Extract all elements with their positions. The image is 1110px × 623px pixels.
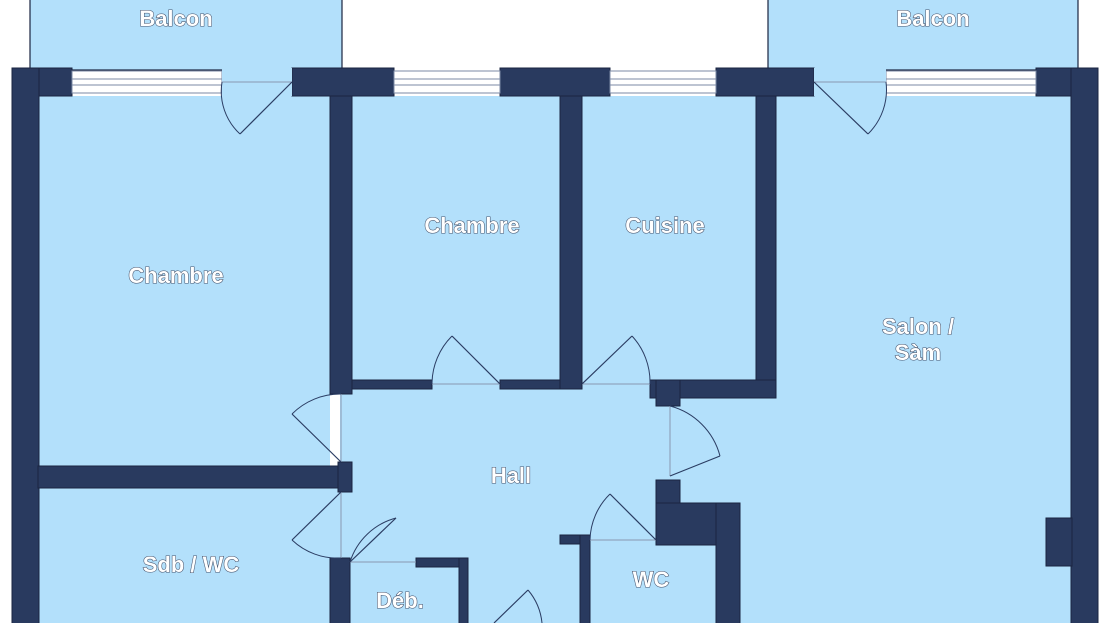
door-balcony-right	[813, 68, 887, 135]
window-living	[885, 70, 1037, 94]
balcony-left	[29, 0, 343, 71]
door-entrance	[493, 589, 543, 623]
label-kitchen: Cuisine	[625, 213, 704, 238]
door-balcony-left	[220, 68, 293, 135]
door-storage	[349, 517, 416, 563]
door-kitchen	[581, 335, 651, 385]
label-balcony-left: Balcon	[139, 6, 212, 31]
label-bedroom-small: Chambre	[424, 213, 519, 238]
window-bedroom-small	[393, 70, 501, 94]
door-living	[669, 405, 721, 477]
label-toilet: WC	[633, 567, 670, 592]
balcony-right	[767, 0, 1079, 71]
door-bathroom	[291, 491, 342, 559]
door-bedroom-large	[291, 393, 342, 463]
floor-areas	[38, 96, 1072, 623]
label-living-line2: Sàm	[895, 340, 941, 365]
label-hall: Hall	[491, 463, 531, 488]
window-bedroom-large	[71, 70, 223, 94]
door-bedroom-small	[431, 335, 501, 385]
label-balcony-right: Balcon	[896, 6, 969, 31]
room-labels: Balcon Balcon Chambre Chambre Cuisine Sa…	[128, 5, 970, 613]
walls	[11, 67, 1099, 623]
label-storage: Déb.	[376, 588, 424, 613]
label-bathroom: Sdb / WC	[143, 552, 240, 577]
label-bedroom-large: Chambre	[128, 263, 223, 288]
door-wc	[589, 493, 657, 541]
window-kitchen	[609, 70, 717, 94]
label-living-line1: Salon /	[882, 314, 954, 339]
